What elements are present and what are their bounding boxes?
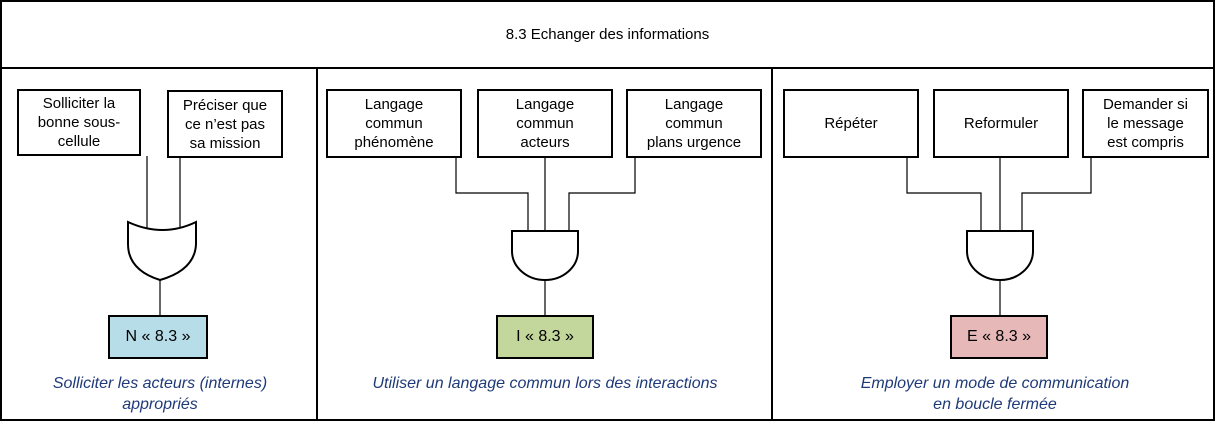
caption-e: Employer un mode de communication en bou…	[860, 375, 1130, 413]
input-box-repeter: Répéter	[783, 89, 919, 158]
diagram-title: 8.3 Echanger des informations	[505, 25, 710, 43]
caption-n: Solliciter les acteurs (internes) approp…	[52, 375, 268, 413]
wire-p3-c	[1021, 158, 1092, 230]
and-gate-symbol	[966, 230, 1034, 281]
caption-i: Utiliser un langage commun lors des inte…	[372, 375, 718, 392]
outcome-box-i: I « 8.3 »	[496, 315, 594, 359]
wire-p2-c	[568, 158, 636, 230]
input-box-demander-compris: Demander si le message est compris	[1082, 89, 1209, 158]
wire-p3-a	[906, 158, 982, 230]
outcome-box-e: E « 8.3 »	[950, 315, 1048, 359]
outcome-box-n: N « 8.3 »	[108, 315, 208, 359]
input-box-langage-phenomene: Langage commun phénomène	[326, 89, 462, 158]
input-box-preciser-mission: Préciser que ce n’est pas sa mission	[167, 90, 283, 158]
input-box-langage-acteurs: Langage commun acteurs	[477, 89, 613, 158]
wire-p2-a	[455, 158, 529, 230]
or-gate-symbol	[127, 220, 197, 282]
input-box-langage-plans-urgence: Langage commun plans urgence	[626, 89, 762, 158]
and-gate-symbol	[511, 230, 579, 281]
input-box-reformuler: Reformuler	[933, 89, 1069, 158]
input-box-solliciter-sous-cellule: Solliciter la bonne sous- cellule	[17, 89, 141, 156]
